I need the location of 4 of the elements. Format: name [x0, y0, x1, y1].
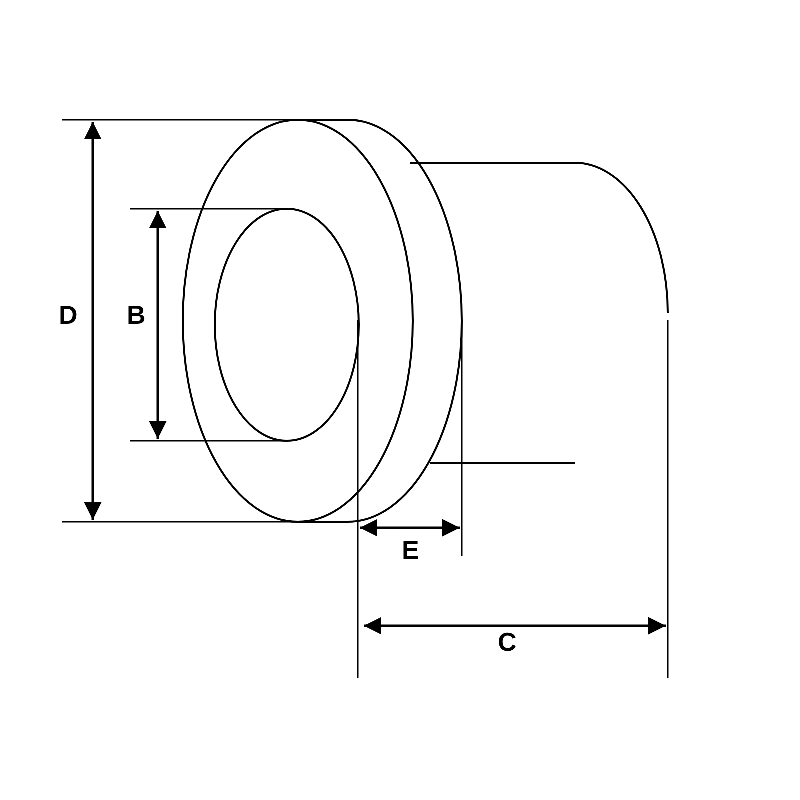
- dimension-label: B: [127, 302, 146, 328]
- dimension-label: E: [402, 537, 420, 563]
- dimension-label: D: [59, 302, 78, 328]
- dimension-label: C: [498, 629, 517, 655]
